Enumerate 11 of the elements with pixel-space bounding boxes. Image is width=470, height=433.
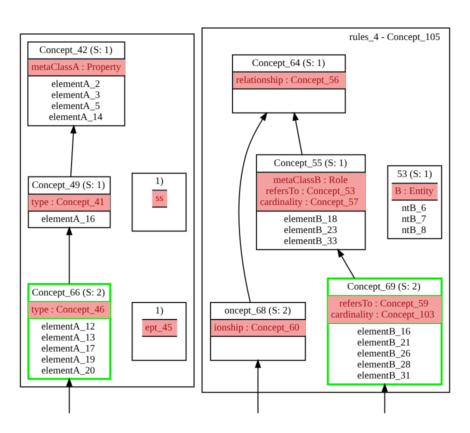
node-box: 1) ss (132, 172, 187, 232)
arrow (292, 111, 303, 155)
arrow (337, 248, 355, 278)
arrow (66, 376, 72, 414)
node-box: 1) ept_45 (132, 301, 187, 360)
arrow (254, 358, 262, 414)
node-box: 53 (S: 1) B : Entity ntB_6 ntB_7 ntB_8 (387, 164, 442, 239)
arrow (66, 226, 72, 284)
arrow (238, 111, 268, 302)
arrow (382, 382, 388, 414)
arrow (70, 124, 76, 176)
